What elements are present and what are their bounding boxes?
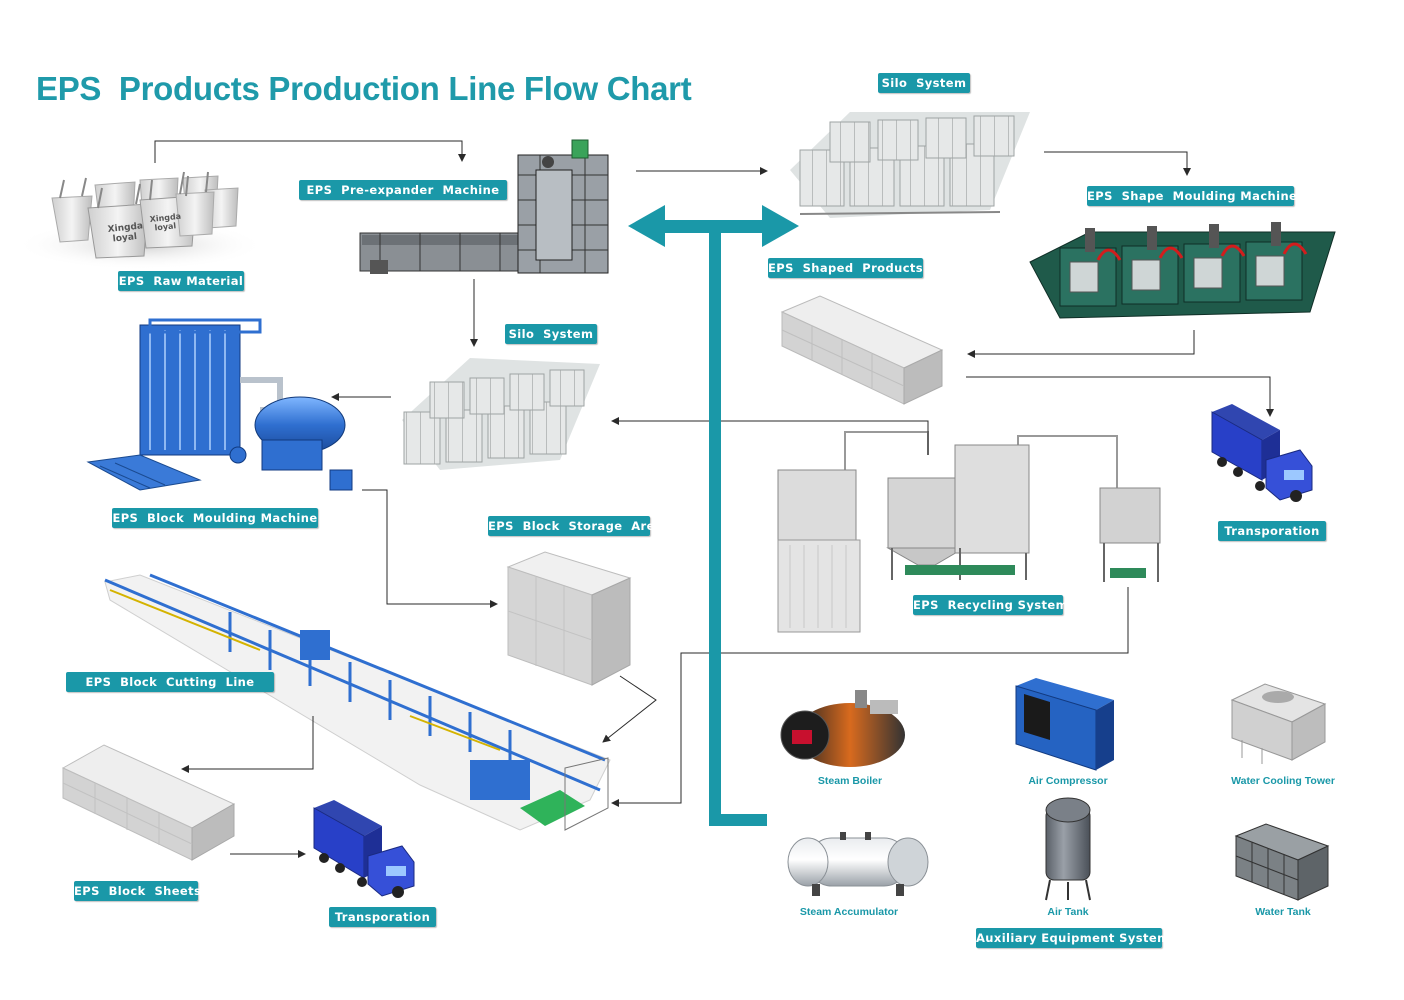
water-tank xyxy=(1234,823,1330,901)
arrow-shaped-to-transport xyxy=(966,376,1274,417)
arrow-shape-to-shaped-products xyxy=(967,330,1195,358)
block-cutting-line xyxy=(104,573,611,831)
caption-air-compressor: Air Compressor xyxy=(1028,775,1108,787)
label-raw-material: EPS Raw Material xyxy=(118,271,244,291)
steam-accumulator xyxy=(787,832,929,896)
label-silo-top: Silo System xyxy=(878,73,970,93)
caption-steam-boiler: Steam Boiler xyxy=(817,775,883,787)
air-compressor xyxy=(1015,678,1114,771)
shape-moulding-machine xyxy=(1029,222,1336,319)
caption-water-tank: Water Tank xyxy=(1255,906,1311,918)
label-auxiliary: Auxiliary Equipment System xyxy=(976,928,1169,948)
label-shaped-products: EPS Shaped Products xyxy=(768,258,923,278)
label-cutting-line: EPS Block Cutting Line xyxy=(66,672,274,692)
pre-expander-machine xyxy=(359,139,609,274)
arrow-recycling-to-cutting xyxy=(611,587,1129,807)
truck-bottom xyxy=(313,800,415,898)
steam-boiler xyxy=(780,690,905,767)
auxiliary-main-bus xyxy=(628,205,799,826)
label-block-sheets: EPS Block Sheets xyxy=(74,881,201,901)
label-shape-moulding: EPS Shape Moulding Machine xyxy=(1087,186,1297,206)
block-sheets-stack xyxy=(61,744,236,861)
block-moulding-machine xyxy=(86,318,353,491)
recycling-system xyxy=(777,431,1161,633)
caption-water-cooling-tower: Water Cooling Tower xyxy=(1231,775,1335,787)
silo-system-top xyxy=(790,112,1030,218)
arrow-raw-to-preexpander xyxy=(154,140,466,163)
label-transport-bottom: Transporation xyxy=(329,907,436,927)
water-cooling-tower xyxy=(1230,683,1327,764)
raw-material-bags: Xingdaloyal Xingdaloyal xyxy=(15,171,265,270)
bag-text: Xingdaloyal xyxy=(107,221,144,245)
label-pre-expander: EPS Pre-expander Machine xyxy=(299,180,507,200)
page-title: EPS Products Production Line Flow Chart xyxy=(36,70,692,107)
arrow-block-moulding-to-storage xyxy=(362,489,498,608)
label-block-storage: EPS Block Storage Area xyxy=(488,516,663,536)
silo-system-mid xyxy=(402,358,600,470)
arrow-storage-to-cutting xyxy=(602,675,657,743)
caption-steam-accumulator: Steam Accumulator xyxy=(799,906,899,918)
svg-text:Xingdaloyal: Xingdaloyal xyxy=(149,212,182,233)
truck-right xyxy=(1211,404,1313,502)
label-transport-right: Transporation xyxy=(1218,521,1326,541)
label-block-moulding: EPS Block Moulding Machine xyxy=(112,508,318,528)
label-recycling: EPS Recycling System xyxy=(913,595,1068,615)
air-tank xyxy=(1045,797,1091,901)
arrow-recycling-to-silo-mid xyxy=(611,417,929,455)
label-silo-mid: Silo System xyxy=(505,324,597,344)
block-storage-block xyxy=(506,551,632,686)
shaped-products-block xyxy=(780,295,944,405)
caption-air-tank: Air Tank xyxy=(1047,906,1089,918)
arrow-silo-to-shape-moulding xyxy=(1044,151,1191,176)
arrow-cutting-to-sheets xyxy=(181,716,314,773)
